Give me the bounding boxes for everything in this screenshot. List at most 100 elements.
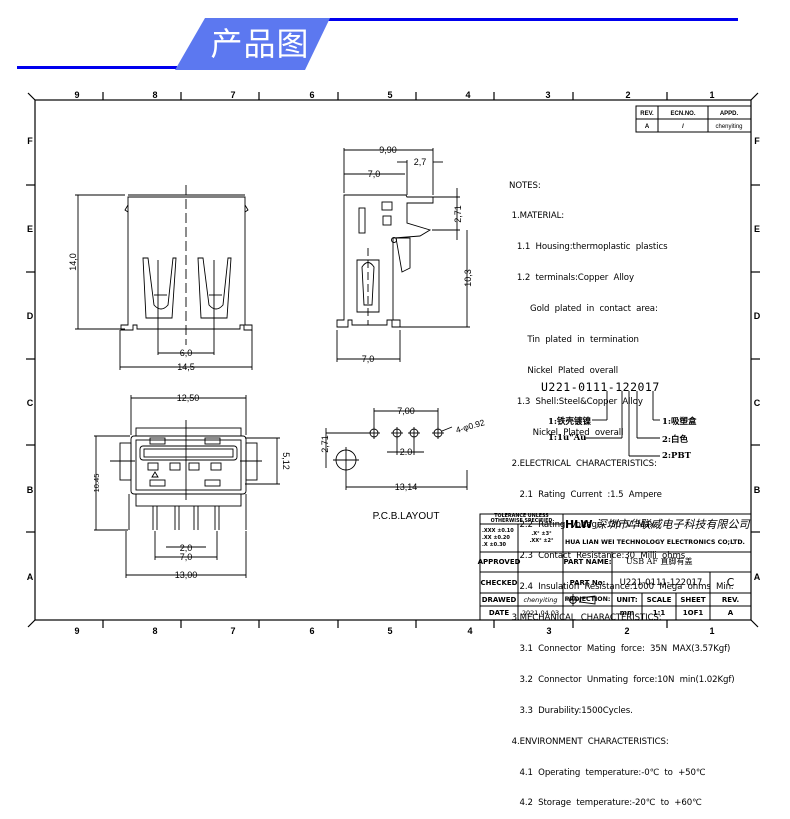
column-label: 2 xyxy=(625,90,630,100)
tolerance-linear: .XXX ±0.10 .XX ±0.20 .X ±0.30 xyxy=(482,526,518,550)
column-label: 4 xyxy=(465,90,470,100)
column-label: 8 xyxy=(152,626,157,636)
row-label: B xyxy=(754,485,761,495)
part-name-value: USB AF 直脚有盖 xyxy=(626,557,693,566)
pcb-layout-view xyxy=(325,408,468,490)
note-line: 4.1 Operating temperature:-0℃ to +50℃ xyxy=(509,767,706,778)
row-label: C xyxy=(754,398,761,408)
row-label: B xyxy=(27,485,34,495)
appd-header: APPD. xyxy=(720,111,739,117)
callout-gold-plating: 1:1u"Au xyxy=(548,433,587,443)
company-name-en: HUA LIAN WEI TECHNOLOGY ELECTRONICS CO;L… xyxy=(565,539,745,546)
revision-table xyxy=(635,105,752,133)
row-label: E xyxy=(754,224,760,234)
sheet-value: 1OF1 xyxy=(682,609,704,617)
row-label: D xyxy=(27,311,34,321)
note-line: Gold plated in contact area: xyxy=(509,304,658,315)
row-label: C xyxy=(27,398,34,408)
column-label: 6 xyxy=(309,626,314,636)
dim-side-total: 9,90 xyxy=(379,145,397,155)
scale-label: SCALE xyxy=(646,595,672,604)
banner-line-left xyxy=(17,66,177,69)
column-label: 7 xyxy=(230,90,235,100)
dim-bottom-opening: 5,12 xyxy=(281,452,291,470)
drawing-border xyxy=(34,99,752,621)
note-line: 1.2 terminals:Copper Alloy xyxy=(509,273,634,284)
tolerance-title: TOLERANCE UNLESS OTHERWISE SPECIFIED xyxy=(490,514,553,524)
checked-label: CHECKED xyxy=(480,578,518,587)
dim-side-latch: 2,7 xyxy=(414,157,427,167)
part-code: U221-0111-122017 xyxy=(541,380,660,394)
drawed-label: DRAWED xyxy=(481,595,517,604)
column-label: 2 xyxy=(624,626,629,636)
dim-pcb-pitch: 2.0 xyxy=(400,447,413,457)
column-label: 1 xyxy=(709,626,714,636)
note-line: 4.2 Storage temperature:-20℃ to +60℃ xyxy=(509,798,702,809)
column-label: 9 xyxy=(74,626,79,636)
dim-bottom-pitch: 2,0 xyxy=(180,543,193,553)
notes-block: NOTES: 1.MATERIAL: 1.1 Housing:thermopla… xyxy=(509,160,735,819)
note-line: 2.4 Insulation Resistance:1000 Mega ohms… xyxy=(509,582,734,593)
approved-value xyxy=(518,552,563,572)
note-line: 3.1 Connector Mating force: 35N MAX(3.57… xyxy=(509,643,731,654)
note-line: NOTES: xyxy=(509,180,541,191)
rev-value: A xyxy=(645,124,650,130)
company-name-cn: 深圳市华联威电子科技有限公司 xyxy=(595,518,750,531)
note-line: Tin plated in termination xyxy=(509,335,639,346)
note-line: Nickel Plated overall xyxy=(509,365,619,376)
approved-label: APPROVED xyxy=(477,558,521,566)
scale-value: 1:1 xyxy=(652,609,666,617)
dim-bottom-top-width: 12,50 xyxy=(177,393,200,403)
note-line: Nickel Plated overall xyxy=(509,427,624,438)
company-header: HLW 深圳市华联威电子科技有限公司 xyxy=(565,516,751,534)
sheet-label: SHEET xyxy=(680,595,706,604)
part-name-label: PART NAME: xyxy=(563,558,612,566)
dim-side-height: 10,3 xyxy=(463,269,473,287)
page-banner: 产品图纸 xyxy=(0,0,790,107)
tolerance-linear-2: .XX ±0.20 xyxy=(482,534,510,541)
note-line: 2.2 Rating Voltage :30 V Max xyxy=(509,520,655,531)
dim-side-base: 7,0 xyxy=(362,354,375,364)
column-label: 5 xyxy=(387,90,392,100)
tolerance-angular: .X° ±3° .XX° ±2° xyxy=(520,528,563,548)
note-line: 1.3 Shell:Steel&Copper Alloy xyxy=(509,396,643,407)
column-label: 6 xyxy=(309,90,314,100)
title-block-grid xyxy=(479,513,752,621)
dim-pcb-hole: 4-φ0.92 xyxy=(455,417,486,435)
note-line: 2.3 Contact Resistance:30 Milli ohms xyxy=(509,551,686,562)
dim-bottom-pin-span: 7,0 xyxy=(180,552,193,562)
banner-title: 产品图纸 xyxy=(210,25,310,107)
banner-line-right xyxy=(325,18,738,21)
row-label: F xyxy=(27,136,33,146)
ecn-header: ECN.NO. xyxy=(670,111,695,117)
dim-side-top: 7,0 xyxy=(368,169,381,179)
drawed-value: chenyiting xyxy=(523,595,558,604)
projection-label: PROJECTION: xyxy=(564,595,611,603)
note-line: 2.ELECTRICAL CHARACTERISTICS: xyxy=(509,458,657,469)
dim-side-latch-height: 2,71 xyxy=(453,205,463,223)
company-logo: HLW xyxy=(565,518,593,531)
projection-symbol-icon xyxy=(567,594,596,606)
dim-front-pitch: 6,0 xyxy=(180,348,193,358)
column-label: 9 xyxy=(74,90,79,100)
pcb-layout-title: P.C.B.LAYOUT xyxy=(373,511,440,522)
date-value: 2021.04.03 xyxy=(521,609,560,617)
note-line: 1.1 Housing:thermoplastic plastics xyxy=(509,242,668,253)
dim-pcb-offset: 2,71 xyxy=(320,435,330,453)
callout-color: 2:白色 xyxy=(662,435,689,445)
callout-material: 2:PBT xyxy=(662,451,691,461)
note-line: 3.2 Connector Unmating force:10N min(1.0… xyxy=(509,674,735,685)
tolerance-linear-1: .XXX ±0.10 xyxy=(482,527,514,534)
callout-packaging: 1:吸塑盒 xyxy=(662,417,697,427)
rev-label: REV. xyxy=(721,595,740,604)
part-no-label: PART No: xyxy=(569,578,606,587)
dim-bottom-height: 10.45 xyxy=(92,474,101,493)
tolerance-angular-1: .X° ±3° xyxy=(531,531,552,537)
dim-pcb-peg-span: 13,14 xyxy=(395,482,418,492)
tolerance-linear-3: .X ±0.30 xyxy=(482,541,507,548)
note-line: 4.ENVIRONMENT CHARACTERISTICS: xyxy=(509,736,669,747)
column-label: 4 xyxy=(467,626,472,636)
unit-value: mm xyxy=(619,609,635,617)
row-label: A xyxy=(754,572,761,582)
rev-header: REV. xyxy=(640,111,654,117)
